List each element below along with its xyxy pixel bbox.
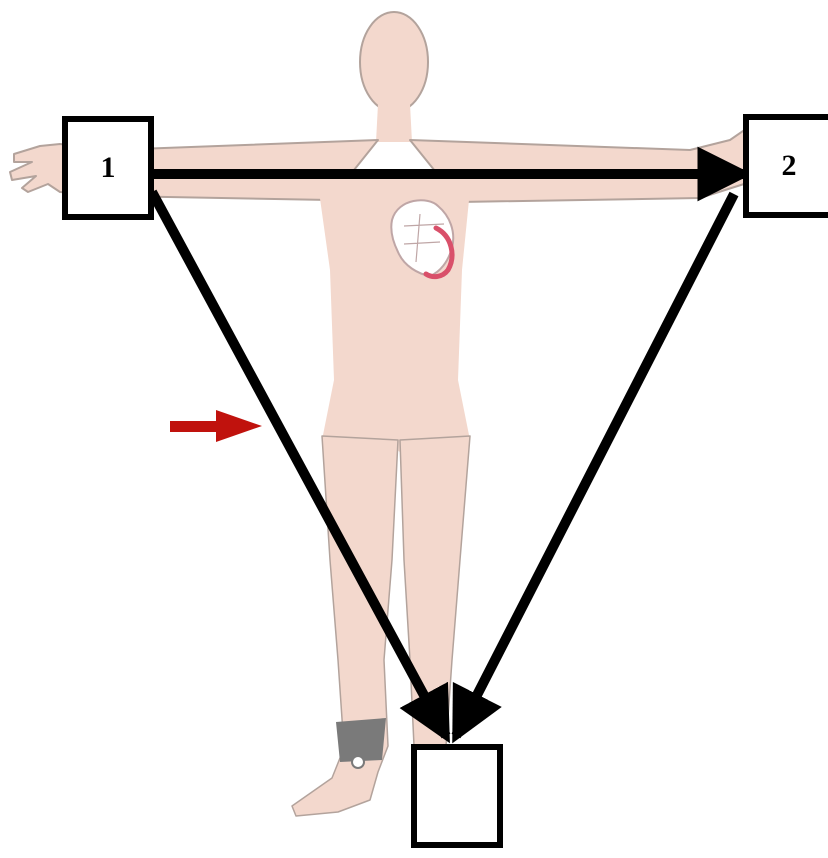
electrode-label-1: 1 xyxy=(101,151,116,185)
electrode-box-1: 1 xyxy=(62,116,154,220)
red-arrow-icon xyxy=(170,410,262,442)
electrode-box-3 xyxy=(411,744,503,848)
lead-iii-arrow xyxy=(456,194,734,736)
electrode-box-2: 2 xyxy=(743,114,828,218)
electrode-label-2: 2 xyxy=(782,149,797,183)
